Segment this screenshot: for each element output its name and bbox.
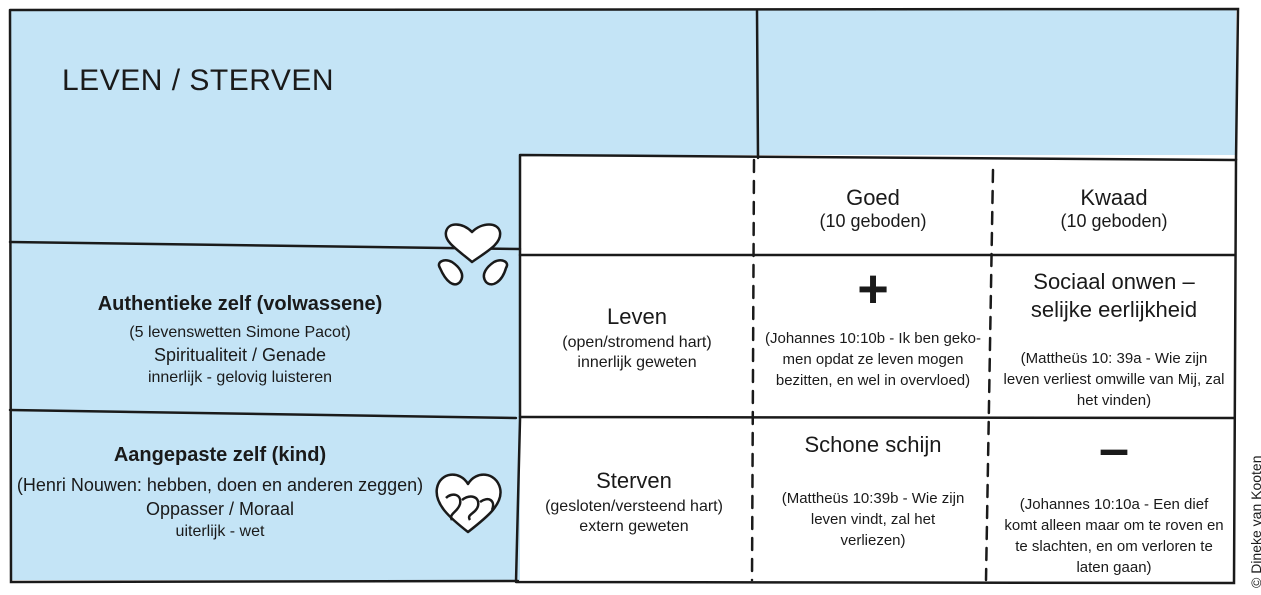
sterven-sub: (gesloten/versteend hart) (545, 498, 723, 515)
sterven-goed-title: Schone schijn (804, 432, 942, 457)
header-goed-label: Goed (846, 184, 900, 210)
header-kwaad-label: Kwaad (1080, 184, 1148, 210)
row-authentiek-label: Authentieke zelf (volwassene) (5 levensw… (20, 288, 460, 392)
page-title: LEVEN / STERVEN (62, 64, 335, 97)
top-vertical-divider (755, 9, 760, 160)
authentiek-theme: Spiritualiteit / Genade (153, 345, 327, 365)
authentiek-source: (5 levenswetten Simone Pacot) (129, 324, 351, 341)
dashed-divider-kwaad (984, 168, 995, 582)
plus-sign: + (857, 259, 889, 319)
aangepast-title: Aangepaste zelf (kind) (113, 443, 327, 466)
heart-with-hands-icon (437, 223, 509, 286)
header-kwaad: Kwaad (10 geboden) (994, 178, 1234, 238)
sterven-note: extern geweten (579, 518, 689, 535)
minus-sign: – (1098, 419, 1130, 479)
authentiek-title: Authentieke zelf (volwassene) (97, 293, 383, 315)
leven-sub: (open/stromend hart) (562, 334, 712, 351)
blue-top-region (10, 10, 1236, 155)
leven-kwaad-cell: Sociaal onwen – selijke eerlijkheid (Mat… (994, 268, 1234, 412)
leven-goed-text: (Johannes 10:10b - Ik ben geko-men opdat… (765, 330, 981, 389)
heart-tangled-icon (435, 473, 502, 534)
header-goed: Goed (10 geboden) (757, 178, 989, 238)
white-table-border (514, 153, 1238, 585)
leven-note: innerlijk geweten (577, 354, 697, 371)
leven-kwaad-text: (Mattheüs 10: 39a - Wie zijn leven verli… (1003, 350, 1225, 409)
leven-label: Leven (607, 304, 667, 329)
row-aangepast-label: Aangepaste zelf (kind) (Henri Nouwen: he… (10, 440, 430, 544)
header-kwaad-sub: (10 geboden) (1060, 210, 1168, 231)
dashed-divider-goed (750, 158, 756, 582)
leven-cell: Leven (open/stromend hart) innerlijk gew… (522, 298, 752, 378)
table-row-divider-2 (518, 415, 1236, 420)
sterven-label: Sterven (596, 468, 672, 493)
blue-left-region (10, 155, 520, 580)
sterven-kwaad-cell: – (Johannes 10:10a - Een dief komt allee… (994, 422, 1234, 578)
sterven-cell: Sterven (gesloten/versteend hart) extern… (518, 462, 750, 542)
sterven-goed-text: (Mattheüs 10:39b - Wie zijn leven vindt,… (781, 490, 965, 549)
aangepast-theme: Oppasser / Moraal (145, 498, 295, 519)
authentiek-note: innerlijk - gelovig luisteren (147, 369, 333, 386)
header-goed-sub: (10 geboden) (819, 210, 927, 231)
copyright-text: © Dineke van Kooten (1248, 455, 1261, 588)
leven-goed-cell: + (Johannes 10:10b - Ik ben geko-men opd… (757, 262, 989, 412)
outer-border (8, 7, 1240, 584)
aangepast-source: (Henri Nouwen: hebben, doen en anderen z… (16, 474, 424, 495)
sterven-goed-cell: Schone schijn (Mattheüs 10:39b - Wie zij… (757, 432, 989, 572)
aangepast-note: uiterlijk - wet (175, 522, 265, 540)
left-row-divider-1 (8, 240, 522, 251)
left-row-divider-2 (8, 408, 518, 420)
leven-kwaad-title: Sociaal onwen – selijke eerlijkheid (1030, 269, 1198, 322)
sterven-kwaad-text: (Johannes 10:10a - Een dief komt alleen … (1004, 496, 1224, 576)
